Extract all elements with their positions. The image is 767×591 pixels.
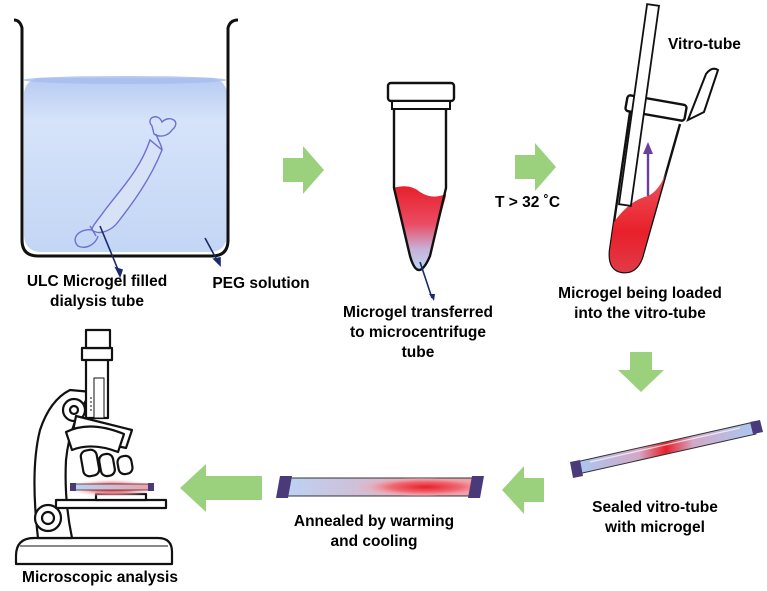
annealed-capillary-icon [276, 476, 484, 498]
flow-arrow-icon [283, 146, 324, 194]
microscope-label: Microscopic analysis [22, 569, 178, 586]
sealed-label: Sealed vitro-tube with microgel [592, 499, 718, 536]
flow-arrow-icon [618, 352, 664, 392]
peg-solution-label: PEG solution [212, 275, 310, 292]
beaker-bag-label: ULC Microgel filled dialysis tube [26, 273, 168, 310]
flow-arrow-icon [180, 464, 262, 512]
flow-arrow-icon [502, 466, 544, 514]
vitro-tube-label: Vitro-tube [668, 36, 741, 53]
dialysis-bag-icon [74, 116, 177, 248]
microcentrifuge-tube-icon [386, 81, 456, 301]
slide-on-stage [66, 479, 158, 497]
sealed-capillary-icon [570, 420, 763, 478]
vitro-tube-icon [608, 3, 720, 274]
beaker-pointers [99, 225, 221, 279]
annealed-label: Annealed by warming and cooling [293, 513, 455, 550]
temperature-label: T > 32 ˚C [495, 194, 561, 211]
beaker-icon [13, 18, 239, 258]
vitro-loading-label: Microgel being loaded into the vitro-tub… [558, 285, 722, 322]
microcentrifuge-label: Microgel transferred to microcentrifuge … [343, 304, 493, 361]
microscope-icon [14, 328, 174, 566]
flow-arrow-icon [515, 143, 556, 191]
